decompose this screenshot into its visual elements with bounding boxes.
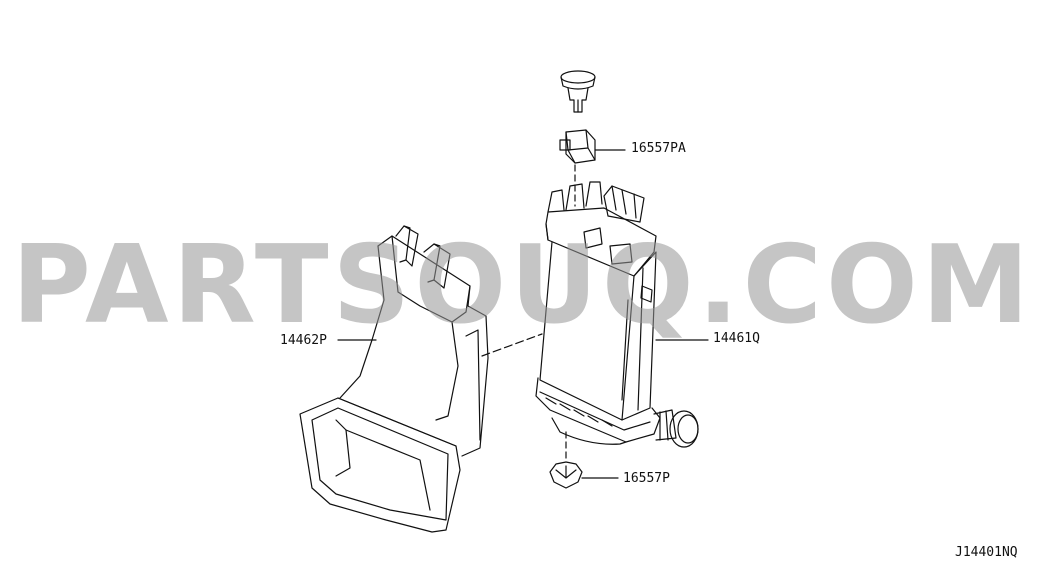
air-duct-14462P-part[interactable] [299, 225, 489, 533]
clip-16557PA-part[interactable] [559, 129, 626, 164]
grommet-16557P-part[interactable] [549, 461, 619, 489]
diagram-code: J14401NQ [955, 545, 1018, 560]
callout-14461Q[interactable]: 14461Q [713, 331, 760, 346]
callout-14462P[interactable]: 14462P [280, 333, 327, 348]
push-clip-part[interactable] [560, 70, 596, 113]
callout-16557P[interactable]: 16557P [623, 471, 670, 486]
intercooler-14461Q-part[interactable] [535, 181, 709, 448]
callout-16557PA[interactable]: 16557PA [631, 141, 686, 156]
assembly-line [481, 333, 543, 357]
